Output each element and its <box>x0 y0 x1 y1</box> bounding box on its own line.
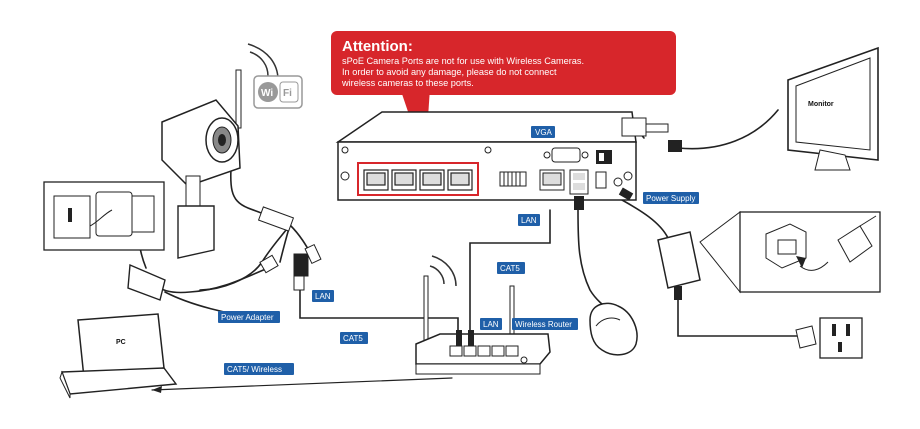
vga-port <box>551 147 581 163</box>
mouse-cable <box>577 209 613 313</box>
monitor-cable <box>677 109 779 150</box>
wireless-link <box>151 377 453 391</box>
wireless-arrow-head <box>152 386 162 393</box>
camera-connectors <box>257 206 322 291</box>
vga-connector <box>621 117 682 152</box>
wall-adapter <box>43 181 166 301</box>
camera-antenna <box>235 69 242 129</box>
label-lan-router-text: LAN <box>483 320 499 329</box>
label-cat5-camera: CAT5 <box>340 332 368 344</box>
pc-laptop: PC <box>59 313 178 399</box>
label-power-adapter: Power Adapter <box>218 311 280 323</box>
router-antenna-left <box>423 275 429 343</box>
label-cat5-nvr: CAT5 <box>497 262 525 274</box>
attention-line-1: sPoE Camera Ports are not for use with W… <box>342 56 584 66</box>
label-power-supply-text: Power Supply <box>646 194 695 203</box>
label-lan-nvr-text: LAN <box>521 216 537 225</box>
dc-in-port <box>613 177 623 187</box>
power-cord-inset <box>699 211 881 294</box>
attention-box <box>331 31 676 95</box>
wireless-router-device <box>415 255 551 375</box>
attention-line-2: In order to avoid any damage, please do … <box>342 67 557 77</box>
wifi-camera <box>161 43 279 259</box>
wall-outlet <box>795 317 863 359</box>
attention-line-3: wireless cameras to these ports. <box>341 78 474 88</box>
label-cat5-wireless: CAT5/ Wireless <box>224 363 294 375</box>
label-wireless-router: Wireless Router <box>512 318 578 330</box>
spoe-ports <box>363 169 473 191</box>
label-cat5-nvr-text: CAT5 <box>500 264 520 273</box>
pc-label: PC <box>116 339 126 346</box>
label-lan-camera: LAN <box>312 290 334 302</box>
wifi-badge-left: Wi <box>261 88 273 99</box>
power-supply-cable <box>621 199 669 239</box>
label-cat5-camera-text: CAT5 <box>343 334 363 343</box>
nvr-lan-cable <box>469 209 551 337</box>
label-lan-camera-text: LAN <box>315 292 331 301</box>
power-supply-device <box>618 187 701 300</box>
attention-callout: Attention: sPoE Camera Ports are not for… <box>331 31 676 162</box>
monitor-device: Monitor <box>787 46 879 171</box>
spoe-ports-highlight <box>357 162 479 196</box>
label-cat5-wireless-text: CAT5/ Wireless <box>227 365 282 374</box>
power-supply-to-outlet <box>677 286 801 337</box>
wifi-badge: Wi Fi <box>253 75 303 109</box>
label-vga-text: VGA <box>535 128 553 137</box>
label-vga: VGA <box>531 126 555 138</box>
label-lan-nvr: LAN <box>518 214 540 226</box>
monitor-label: Monitor <box>808 101 834 108</box>
mouse-device <box>574 196 638 356</box>
adapter-wire <box>149 267 269 294</box>
label-power-supply: Power Supply <box>643 192 699 204</box>
nvr-device <box>335 111 637 201</box>
camera-lan-cable <box>299 289 459 337</box>
attention-title: Attention: <box>342 38 413 55</box>
wifi-badge-right: Fi <box>283 88 292 99</box>
label-power-adapter-text: Power Adapter <box>221 313 274 322</box>
label-wireless-router-text: Wireless Router <box>515 320 572 329</box>
nvr-top <box>335 111 637 143</box>
label-lan-router: LAN <box>480 318 502 330</box>
